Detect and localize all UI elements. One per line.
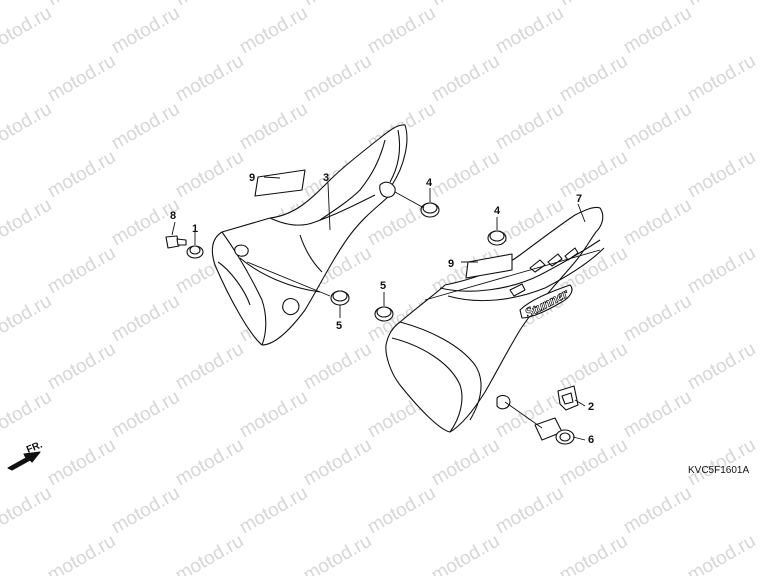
- grommet-right-lower: [374, 306, 394, 322]
- grommet-upper-right: [420, 202, 440, 218]
- front-label: FR.: [25, 439, 44, 455]
- callout-5-left: 5: [336, 320, 342, 332]
- callout-8: 8: [170, 210, 176, 222]
- front-arrow-icon: [7, 451, 41, 471]
- callout-3: 3: [323, 172, 329, 184]
- callout-4-upper: 4: [426, 177, 433, 189]
- decal-lower: [465, 253, 513, 279]
- clip: [557, 385, 579, 411]
- callout-9-lower: 9: [448, 258, 454, 270]
- bolt: [165, 235, 187, 249]
- right-side-cover: [385, 206, 605, 433]
- callout-4-middle: 4: [494, 205, 501, 217]
- left-side-cover: [211, 124, 408, 346]
- callout-1: 1: [192, 223, 198, 235]
- grommet-left-lower: [330, 290, 350, 306]
- fastener: [534, 417, 575, 445]
- callout-2: 2: [588, 401, 594, 413]
- diagram-code: KVC5F1601A: [688, 465, 750, 476]
- callout-5-right: 5: [380, 280, 386, 292]
- callout-9-upper: 9: [249, 172, 255, 184]
- collar: [186, 245, 204, 259]
- grommet-middle: [487, 230, 507, 246]
- callout-6: 6: [588, 434, 594, 446]
- callout-7: 7: [576, 193, 582, 205]
- leader-lines: [171, 176, 601, 441]
- decal-upper: [254, 169, 306, 197]
